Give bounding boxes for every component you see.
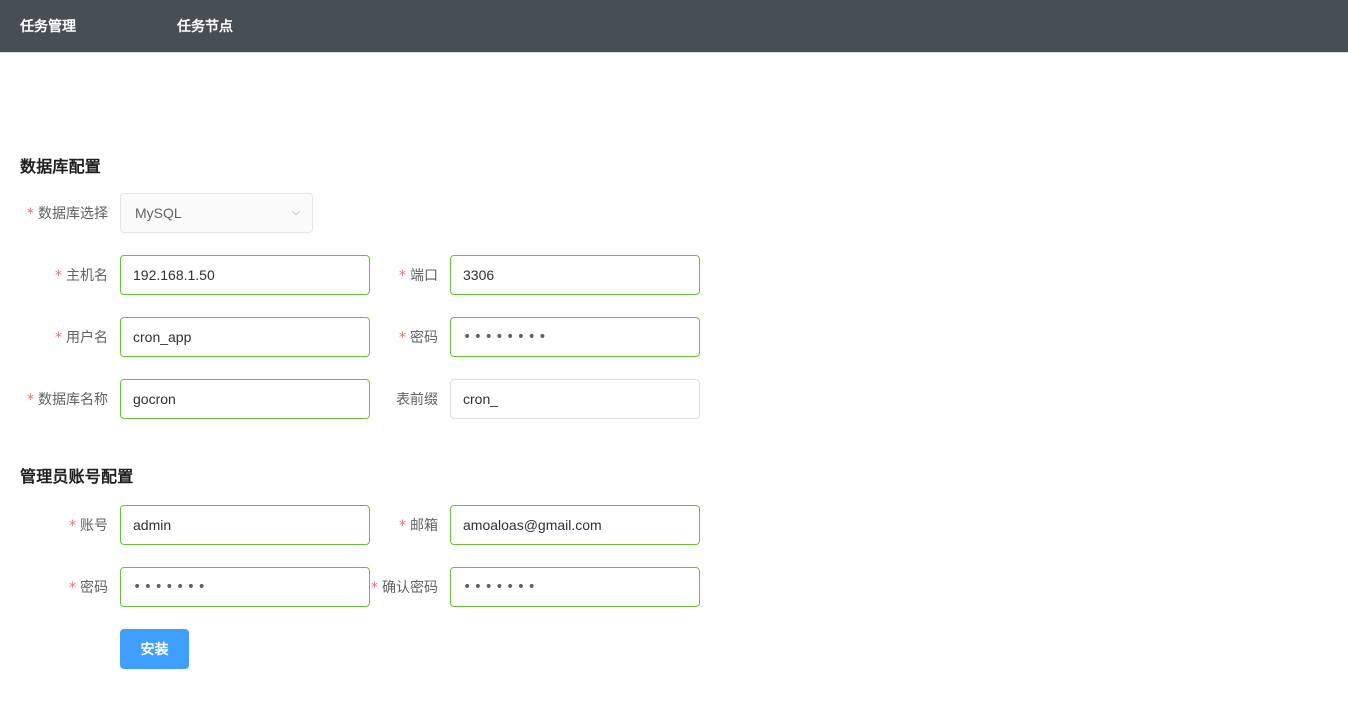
email-input[interactable] <box>450 505 700 545</box>
control-db-password: •••••••• <box>450 317 700 357</box>
install-page: 数据库配置 *数据库选择 MySQL *主机名 <box>0 53 1348 702</box>
control-db-select: MySQL <box>120 193 370 233</box>
label-db-select: *数据库选择 <box>0 193 120 233</box>
required-star: * <box>399 268 406 284</box>
admin-password-input[interactable]: ••••••• <box>120 567 370 607</box>
control-db-username <box>120 317 370 357</box>
label-admin-password: *密码 <box>0 567 120 607</box>
db-username-input[interactable] <box>120 317 370 357</box>
label-dbname-text: 数据库名称 <box>38 391 108 407</box>
control-admin-password: ••••••• <box>120 567 370 607</box>
label-admin-password-text: 密码 <box>80 579 108 595</box>
db-password-input[interactable]: •••••••• <box>450 317 700 357</box>
required-star: * <box>69 580 76 596</box>
label-db-password: *密码 <box>350 317 450 357</box>
control-port <box>450 255 700 295</box>
form-row-dbname-prefix: *数据库名称 表前缀 <box>0 379 1348 419</box>
required-star: * <box>69 518 76 534</box>
label-host-text: 主机名 <box>66 267 108 283</box>
label-email: *邮箱 <box>350 505 450 545</box>
form-row-host-port: *主机名 *端口 <box>0 255 1348 295</box>
required-star: * <box>55 268 62 284</box>
control-email <box>450 505 700 545</box>
required-star: * <box>55 330 62 346</box>
label-host: *主机名 <box>0 255 120 295</box>
nav-item-task-nodes[interactable]: 任务节点 <box>177 18 233 34</box>
form-row-db-select: *数据库选择 MySQL <box>0 193 1348 233</box>
chevron-down-icon <box>290 207 302 219</box>
field-db-password: *密码 •••••••• <box>350 317 720 357</box>
field-confirm-password: *确认密码 ••••••• <box>350 567 720 607</box>
table-prefix-input[interactable] <box>450 379 700 419</box>
field-db-select: *数据库选择 MySQL <box>0 193 370 233</box>
label-account-text: 账号 <box>80 517 108 533</box>
label-db-select-text: 数据库选择 <box>38 205 108 221</box>
field-port: *端口 <box>350 255 720 295</box>
form-row-account-email: *账号 *邮箱 <box>0 505 1348 545</box>
top-navbar: 任务管理 任务节点 <box>0 0 1348 53</box>
label-table-prefix-text: 表前缀 <box>396 391 438 407</box>
label-email-text: 邮箱 <box>410 517 438 533</box>
label-port: *端口 <box>350 255 450 295</box>
label-db-username: *用户名 <box>0 317 120 357</box>
label-confirm-password-text: 确认密码 <box>382 579 438 595</box>
db-select-value: MySQL <box>135 205 182 221</box>
confirm-password-input[interactable]: ••••••• <box>450 567 700 607</box>
control-host <box>120 255 370 295</box>
label-account: *账号 <box>0 505 120 545</box>
section-title-admin: 管理员账号配置 <box>20 469 134 486</box>
form-row-admin-passwords: *密码 ••••••• *确认密码 ••••••• <box>0 567 1348 607</box>
form-row-submit: 安装 <box>0 629 1348 669</box>
host-input[interactable] <box>120 255 370 295</box>
nav-item-task-management[interactable]: 任务管理 <box>20 18 76 34</box>
control-confirm-password: ••••••• <box>450 567 700 607</box>
dbname-input[interactable] <box>120 379 370 419</box>
field-host: *主机名 <box>0 255 370 295</box>
required-star: * <box>399 330 406 346</box>
label-table-prefix: 表前缀 <box>350 379 450 419</box>
control-dbname <box>120 379 370 419</box>
install-button[interactable]: 安装 <box>120 629 189 669</box>
label-dbname: *数据库名称 <box>0 379 120 419</box>
db-select-dropdown[interactable]: MySQL <box>120 193 313 233</box>
field-db-username: *用户名 <box>0 317 370 357</box>
required-star: * <box>27 206 34 222</box>
field-admin-password: *密码 ••••••• <box>0 567 370 607</box>
label-db-password-text: 密码 <box>410 329 438 345</box>
form-row-username-password: *用户名 *密码 •••••••• <box>0 317 1348 357</box>
port-input[interactable] <box>450 255 700 295</box>
account-input[interactable] <box>120 505 370 545</box>
control-account <box>120 505 370 545</box>
required-star: * <box>27 392 34 408</box>
label-confirm-password: *确认密码 <box>350 567 450 607</box>
field-email: *邮箱 <box>350 505 720 545</box>
required-star: * <box>371 580 378 596</box>
label-db-username-text: 用户名 <box>66 329 108 345</box>
label-port-text: 端口 <box>410 267 438 283</box>
control-table-prefix <box>450 379 700 419</box>
required-star: * <box>399 518 406 534</box>
field-dbname: *数据库名称 <box>0 379 370 419</box>
field-table-prefix: 表前缀 <box>350 379 720 419</box>
field-account: *账号 <box>0 505 370 545</box>
section-title-database: 数据库配置 <box>20 159 102 176</box>
